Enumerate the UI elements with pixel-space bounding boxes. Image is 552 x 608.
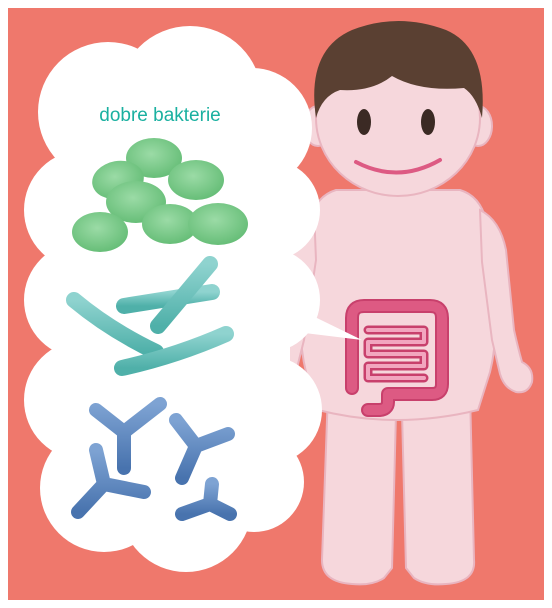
left-eye — [357, 109, 371, 135]
left-leg — [322, 392, 396, 584]
right-eye — [421, 109, 435, 135]
right-leg — [402, 392, 474, 584]
caption: dobre bakterie — [99, 105, 220, 126]
